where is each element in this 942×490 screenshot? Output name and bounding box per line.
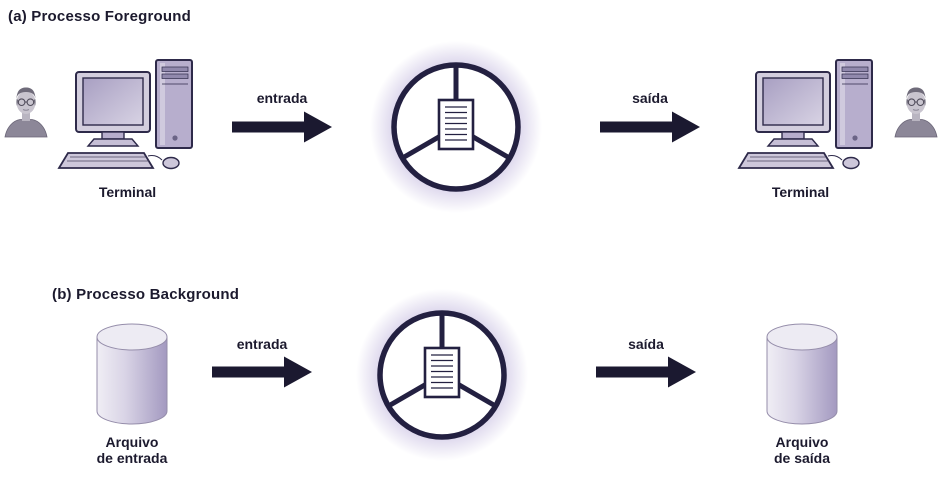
- terminal-right-label: Terminal: [771, 184, 830, 200]
- output-file-label: Arquivo de saída: [773, 434, 831, 467]
- saida-label: saída: [628, 336, 664, 352]
- section-b-title: (b) Processo Background: [52, 286, 240, 303]
- saida-arrow-icon: [596, 355, 696, 389]
- terminal-left-label: Terminal: [98, 184, 157, 200]
- output-file-cylinder-icon: [762, 318, 842, 430]
- input-file-cylinder-icon: [92, 318, 172, 430]
- entrada-arrow-icon: [212, 355, 312, 389]
- process-circle-icon: [354, 287, 530, 463]
- entrada-label: entrada: [256, 90, 308, 106]
- entrada-label: entrada: [236, 336, 288, 352]
- section-a-title: (a) Processo Foreground: [8, 8, 191, 25]
- input-file-label: Arquivo de entrada: [96, 434, 168, 467]
- saida-label: saída: [632, 90, 668, 106]
